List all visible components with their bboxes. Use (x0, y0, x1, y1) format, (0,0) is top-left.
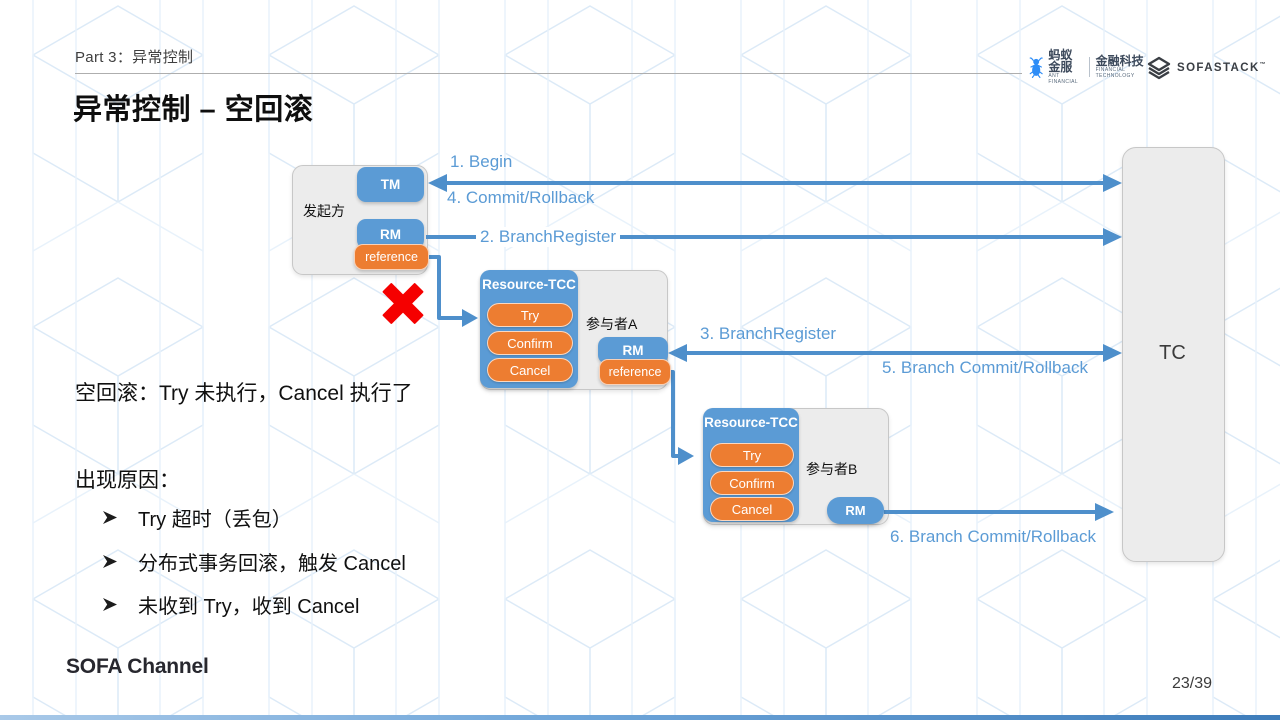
edge-label-commit-rollback: 4. Commit/Rollback (447, 188, 595, 207)
ant-name-cn: 蚂蚁金服 (1048, 48, 1073, 74)
participant-b-label: 参与者B (806, 461, 858, 477)
bullet-item: 分布式事务回滚，触发 Cancel (103, 547, 406, 576)
bullet-text: Try 超时（丢包） (138, 509, 292, 531)
page-number: 23/39 (1172, 675, 1213, 692)
edge-label-branch-register-3: 3. BranchRegister (700, 324, 837, 343)
fintech-name-cn: 金融科技 (1095, 54, 1144, 68)
initiator-label: 发起方 (303, 203, 345, 219)
ant-name-en: ANT FINANCIAL (1048, 73, 1079, 85)
page-title: 异常控制 – 空回滚 (73, 94, 314, 126)
edge-label-branch-cr-5: 5. Branch Commit/Rollback (882, 358, 1088, 377)
note-headline: 空回滚：Try 未执行，Cancel 执行了 (75, 382, 413, 405)
sofastack-logo: SOFASTACK™ (1146, 55, 1267, 81)
bullet-text: 未收到 Try，收到 Cancel (138, 596, 360, 618)
bullet-arrow-icon (103, 598, 117, 611)
failure-cross-icon (382, 282, 424, 325)
bullet-text: 分布式事务回滚，触发 Cancel (138, 553, 406, 575)
confirm-pill-a: Confirm (487, 331, 573, 355)
reference-chip-initiator: reference (354, 244, 429, 270)
stack-icon (1147, 56, 1171, 80)
cancel-pill-a: Cancel (487, 358, 573, 382)
cancel-pill-b: Cancel (710, 497, 794, 521)
rm-chip-b: RM (827, 497, 884, 524)
participant-a-label: 参与者A (586, 316, 638, 332)
tc-box (1122, 147, 1225, 562)
bottom-accent-bar (0, 715, 1280, 720)
header-divider (75, 73, 1022, 74)
try-pill-a: Try (487, 303, 573, 327)
bullet-arrow-icon (103, 555, 117, 568)
edge-label-branch-cr-6: 6. Branch Commit/Rollback (890, 527, 1096, 546)
ant-icon (1029, 57, 1043, 79)
tc-label: TC (1159, 342, 1186, 364)
fintech-name-en: FINANCIAL TECHNOLOGY (1095, 67, 1135, 79)
resource-tcc-title-b: Resource-TCC (704, 415, 798, 430)
confirm-pill-b: Confirm (710, 471, 794, 495)
resource-tcc-title-a: Resource-TCC (482, 277, 576, 292)
bullet-item: Try 超时（丢包） (103, 503, 292, 532)
sofastack-label: SOFASTACK™ (1177, 62, 1268, 74)
bullet-item: 未收到 Try，收到 Cancel (103, 590, 360, 619)
reference-chip-a: reference (599, 359, 671, 385)
trademark-sign: ™ (1259, 62, 1268, 69)
bullet-arrow-icon (103, 511, 117, 524)
logo-separator (1088, 57, 1090, 77)
edge-label-branch-register-2: 2. BranchRegister (476, 227, 621, 247)
try-pill-b: Try (710, 443, 794, 467)
note-cause-title: 出现原因： (75, 469, 180, 492)
slide-part-label: Part 3：异常控制 (75, 49, 194, 66)
edge-label-begin: 1. Begin (450, 152, 513, 171)
ant-financial-logo: 蚂蚁金服 ANT FINANCIAL 金融科技 FINANCIAL TECHNO… (1028, 48, 1146, 85)
footer-brand: SOFA Channel (66, 655, 209, 678)
tm-chip: TM (357, 167, 424, 202)
